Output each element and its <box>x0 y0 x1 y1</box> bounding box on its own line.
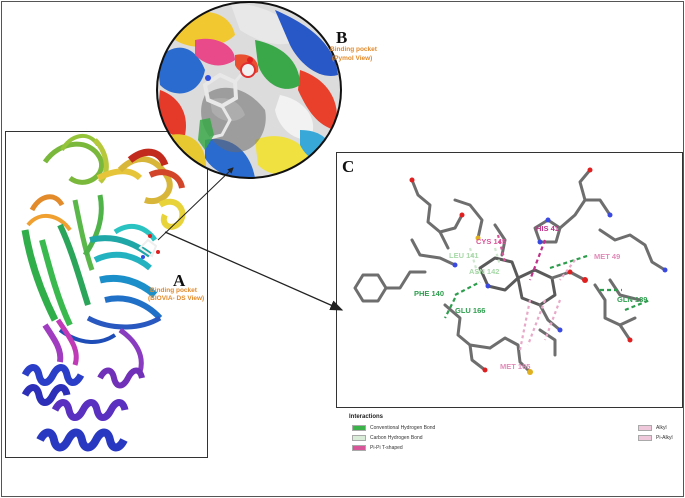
surface-view-circle <box>156 1 342 179</box>
legend-swatch-pi-pi-t-shaped <box>352 445 366 451</box>
residue-label: MET 49 <box>594 252 620 261</box>
protein-ribbon-structure <box>21 134 186 452</box>
interaction-lines <box>444 234 651 351</box>
legend-label-conventional-hbond: Conventional Hydrogen Bond <box>370 425 436 431</box>
panel-b-letter: B <box>336 28 347 47</box>
helix-blue-left <box>21 364 85 406</box>
panel-b-pocket-label-line2: (Pymol View) <box>332 55 372 62</box>
arrow-a-to-c <box>164 231 344 311</box>
residue-sticks <box>353 168 667 374</box>
interaction-legend: Interactions Conventional Hydrogen Bond … <box>336 410 683 496</box>
legend-label-carbon-hbond: Carbon Hydrogen Bond <box>370 435 423 441</box>
legend-label-pi-alkyl: Pi-Alkyl <box>656 435 673 441</box>
panel-c-frame <box>336 152 683 408</box>
panel-a-frame <box>5 131 208 458</box>
panel-b-pocket-label-line1: Binding pocket <box>330 46 378 53</box>
panel-c-letter: C <box>342 157 354 176</box>
residue-label: LEU 141 <box>449 251 479 260</box>
heteroatoms <box>409 167 668 375</box>
panel-a-letter: A <box>173 271 186 290</box>
residue-label: GLU 166 <box>455 306 485 315</box>
bound-ligand <box>138 234 160 259</box>
legend-title: Interactions <box>349 414 384 420</box>
residue-label: CYS 145 <box>476 237 506 246</box>
legend-swatch-pi-alkyl <box>638 435 652 441</box>
legend-label-pi-pi-t-shaped: Pi-Pi T-shaped <box>370 445 403 451</box>
pocket-ligand <box>198 57 256 150</box>
arrow-a-to-b <box>157 167 234 241</box>
residue-label: HIS 41 <box>536 224 559 233</box>
residue-labels: CYS 145 HIS 41 LEU 141 MET 49 ASN 142 PH… <box>414 224 647 371</box>
residue-label: GLN 189 <box>617 295 647 304</box>
legend-swatch-conventional-hbond <box>352 425 366 431</box>
panel-a-pocket-label-line1: Binding pocket <box>150 287 198 294</box>
residue-label: PHE 140 <box>414 289 444 298</box>
legend-swatch-alkyl <box>638 425 652 431</box>
legend-label-alkyl: Alkyl <box>656 425 667 431</box>
panel-a-pocket-label-line2: (BIOVIA- DS View) <box>148 295 204 302</box>
helix-purple <box>51 367 145 421</box>
legend-swatch-carbon-hbond <box>352 435 366 441</box>
residue-label: ASN 142 <box>469 267 499 276</box>
helix-blue-bottom <box>36 428 128 452</box>
residue-label: MET 165 <box>500 362 530 371</box>
